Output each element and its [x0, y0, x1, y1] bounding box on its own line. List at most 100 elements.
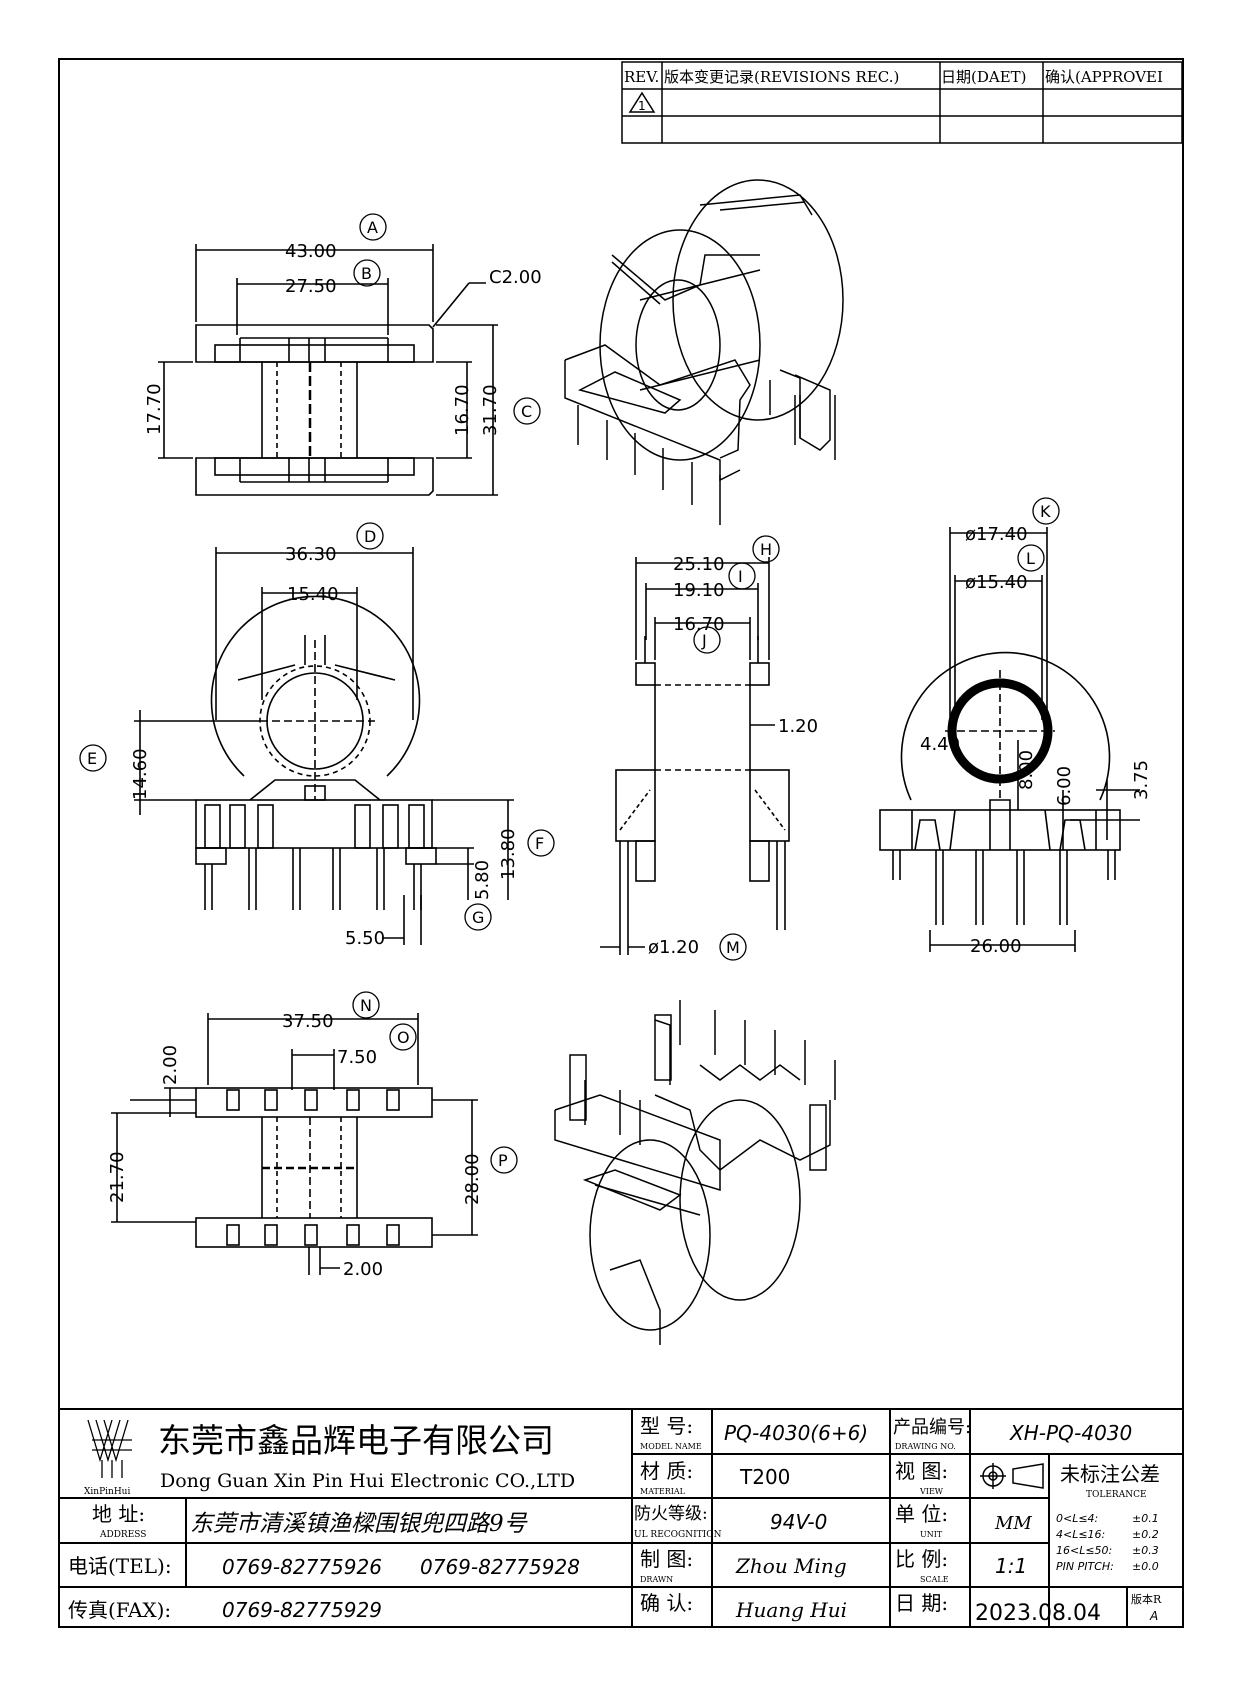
svg-text:O: O: [397, 1028, 410, 1047]
material-label: 材 质:: [640, 1459, 693, 1483]
drawing-no-label: 产品编号:: [893, 1417, 971, 1438]
dim-f-inner: 5.80: [472, 860, 493, 900]
dim-B: 27.50: [285, 276, 337, 297]
svg-text:D: D: [364, 527, 376, 546]
dim-N: 37.50: [282, 1011, 334, 1032]
projection-symbol-icon: [980, 1463, 1044, 1489]
dim-O: 7.50: [337, 1047, 377, 1068]
tolerance-value: ±0.1: [1132, 1512, 1159, 1525]
dim-p-bottom: 2.00: [343, 1259, 383, 1280]
tolerance-range: PIN PITCH:: [1056, 1560, 1114, 1573]
svg-text:J: J: [701, 631, 707, 650]
front-view: [134, 547, 514, 945]
dim-C: 31.70: [480, 384, 501, 436]
dim-c-inner: 16.70: [452, 384, 473, 436]
callout-balloons: A B C D E F G H I J K L M N O P: [79, 213, 1060, 1174]
fire-label: 防火等级:: [634, 1504, 708, 1524]
callout-H: H: [752, 535, 780, 563]
scale-value: 1:1: [995, 1554, 1027, 1578]
fire-label-en: UL RECOGNITION: [634, 1530, 722, 1540]
tolerance-value: ±0.0: [1132, 1560, 1159, 1573]
dim-K: ø17.40: [965, 524, 1028, 545]
dim-r-800: 8.00: [1016, 750, 1037, 790]
end-view: [879, 527, 1140, 952]
tolerance-title: 未标注公差: [1060, 1462, 1160, 1486]
address-label-en: ADDRESS: [99, 1530, 146, 1540]
date-header: 日期(DAET): [941, 68, 1027, 86]
model-label-en: MODEL NAME: [640, 1442, 702, 1451]
dim-r-375: 3.75: [1131, 760, 1152, 800]
confirm-value: Huang Hui: [735, 1598, 847, 1622]
drawing-no-label-en: DRAWING NO.: [895, 1442, 956, 1451]
model-label: 型 号:: [640, 1414, 693, 1438]
isometric-view-top: [564, 179, 844, 525]
tolerance-value: ±0.3: [1132, 1544, 1159, 1557]
svg-text:K: K: [1040, 502, 1051, 521]
tel-value-2: 0769-82775928: [420, 1555, 580, 1579]
isometric-view-bottom: [554, 1000, 836, 1345]
svg-text:N: N: [360, 996, 372, 1015]
tel-value-1: 0769-82775926: [222, 1555, 382, 1579]
drawing-no-value: XH-PQ-4030: [1009, 1421, 1132, 1445]
svg-text:1: 1: [638, 99, 646, 113]
dim-r-600: 6.00: [1054, 766, 1075, 806]
model-value: PQ-4030(6+6): [724, 1421, 868, 1445]
drawn-label: 制 图:: [640, 1547, 693, 1571]
svg-text:E: E: [87, 749, 97, 768]
tolerance-range: 0<L≤4:: [1056, 1512, 1098, 1525]
dim-H: 25.10: [673, 554, 725, 575]
approve-header: 确认(APPROVEI: [1045, 68, 1163, 86]
dim-F: 13.80: [498, 828, 519, 880]
tolerance-label-en: TOLERANCE: [1086, 1490, 1147, 1500]
confirm-label: 确 认:: [640, 1591, 693, 1615]
svg-text:A: A: [367, 218, 378, 237]
dim-p-left: 21.70: [107, 1151, 128, 1203]
date-label: 日 期:: [895, 1591, 948, 1615]
svg-text:G: G: [472, 908, 484, 927]
fax-value: 0769-82775929: [222, 1598, 382, 1622]
dim-r-2600: 26.00: [970, 936, 1022, 957]
svg-text:I: I: [738, 567, 743, 586]
dim-L: ø15.40: [965, 572, 1028, 593]
unit-label: 单 位:: [895, 1502, 948, 1526]
address-value: 东莞市清溪镇渔樑围银兜四路9号: [190, 1511, 528, 1537]
dim-c-left: 17.70: [144, 383, 165, 435]
rev-header: REV.: [624, 68, 659, 86]
callout-G: G: [464, 903, 492, 931]
dim-p-top: 2.00: [160, 1045, 181, 1085]
unit-label-en: UNIT: [920, 1530, 943, 1539]
fire-value: 94V-0: [770, 1510, 827, 1534]
company-name-cn: 东莞市鑫品辉电子有限公司: [158, 1421, 554, 1460]
dim-j-side: 1.20: [778, 716, 818, 737]
callout-J: J: [693, 626, 721, 654]
callout-C: C: [513, 397, 541, 425]
dim-D: 36.30: [285, 544, 337, 565]
material-label-en: MATERIAL: [640, 1487, 686, 1496]
callout-E: E: [79, 744, 107, 772]
version-value: A: [1149, 1609, 1158, 1623]
dim-P: 28.00: [462, 1153, 483, 1205]
sheet-border: [58, 58, 1184, 1628]
callout-L: L: [1017, 544, 1045, 572]
dim-I: 19.10: [673, 580, 725, 601]
tolerance-range: 4<L≤16:: [1056, 1528, 1105, 1541]
dim-A: 43.00: [285, 241, 337, 262]
bottom-view: [111, 1013, 478, 1275]
scale-label: 比 例:: [895, 1547, 948, 1571]
svg-text:H: H: [760, 540, 772, 559]
callout-B: B: [353, 259, 381, 287]
company-logo: [87, 1419, 132, 1478]
unit-value: MM: [994, 1513, 1032, 1534]
svg-text:L: L: [1026, 549, 1035, 568]
view-label: 视 图:: [895, 1459, 948, 1483]
drawn-label-en: DRAWN: [640, 1575, 673, 1584]
callout-D: D: [356, 522, 384, 550]
top-view: [158, 244, 498, 496]
callout-F: F: [527, 829, 555, 857]
view-label-en: VIEW: [919, 1487, 944, 1496]
rev-triangle-icon: 1: [628, 91, 656, 113]
fax-label: 传真(FAX):: [68, 1598, 171, 1622]
svg-text:C: C: [521, 402, 532, 421]
logo-text: XinPinHui: [84, 1487, 130, 1497]
